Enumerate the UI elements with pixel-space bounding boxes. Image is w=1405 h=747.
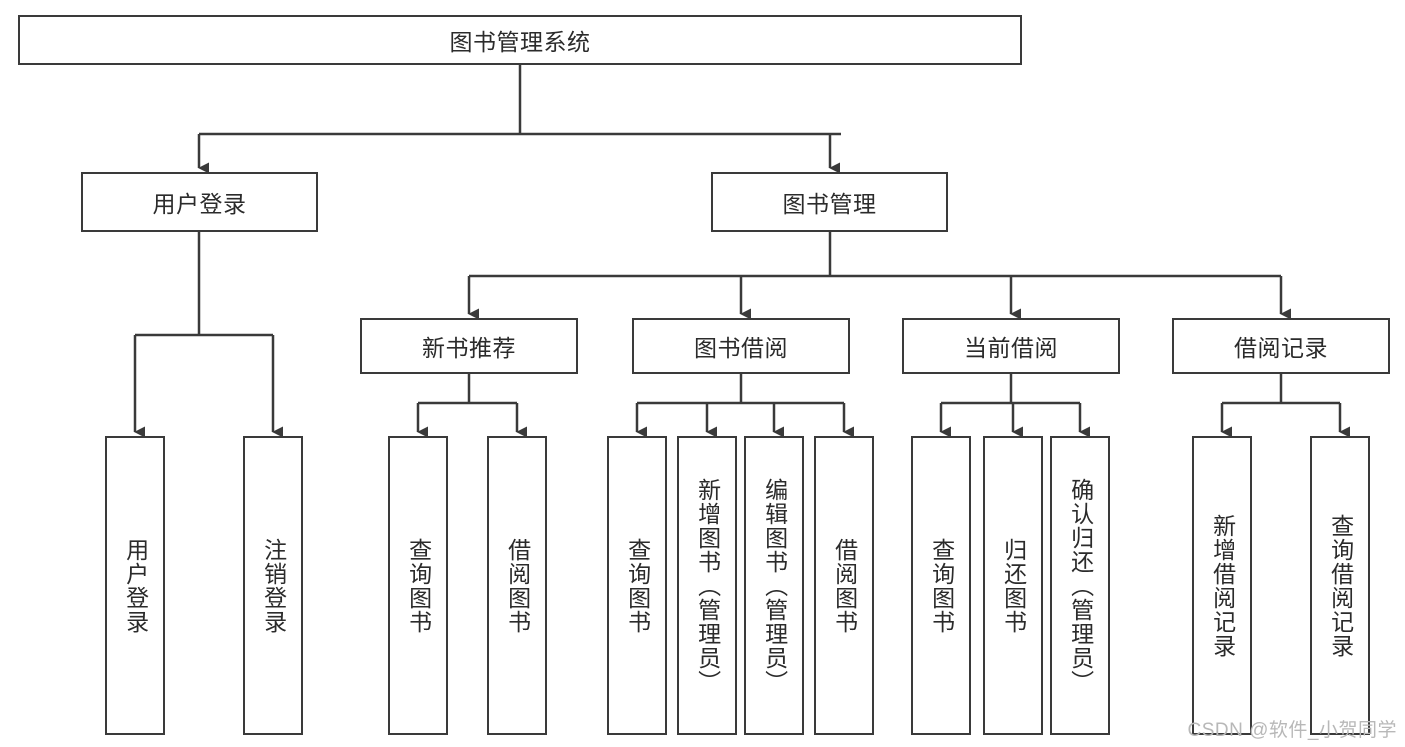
- node-leaf-edit-book[interactable]: 编辑图书（管理员）: [744, 436, 804, 735]
- node-leaf-borrow-book[interactable]: 借阅图书: [814, 436, 874, 735]
- node-borrow-record-label: 借阅记录: [1234, 335, 1328, 361]
- node-leaf-borrow-book-label: 借阅图书: [831, 537, 858, 634]
- node-leaf-edit-book-label: 编辑图书（管理员）: [761, 477, 788, 694]
- node-leaf-query-book-rec-label: 查询图书: [405, 537, 432, 634]
- node-leaf-query-book-borrow-label: 查询图书: [624, 537, 651, 634]
- node-user-login[interactable]: 用户登录: [81, 172, 318, 232]
- node-borrow-record[interactable]: 借阅记录: [1172, 318, 1390, 374]
- node-leaf-borrow-book-rec[interactable]: 借阅图书: [487, 436, 547, 735]
- node-new-book-rec-label: 新书推荐: [422, 335, 516, 361]
- node-leaf-user-login[interactable]: 用户登录: [105, 436, 165, 735]
- node-leaf-confirm-return[interactable]: 确认归还（管理员）: [1050, 436, 1110, 735]
- node-user-login-label: 用户登录: [152, 191, 247, 217]
- node-book-borrow-label: 图书借阅: [694, 335, 788, 361]
- node-new-book-rec[interactable]: 新书推荐: [360, 318, 578, 374]
- node-leaf-query-record-label: 查询借阅记录: [1327, 513, 1354, 658]
- node-leaf-query-book-borrow[interactable]: 查询图书: [607, 436, 667, 735]
- node-root-label: 图书管理系统: [449, 29, 591, 55]
- node-leaf-confirm-return-label: 确认归还（管理员）: [1067, 477, 1094, 694]
- node-leaf-user-login-label: 用户登录: [122, 537, 149, 634]
- node-current-borrow-label: 当前借阅: [964, 335, 1058, 361]
- node-leaf-query-book-rec[interactable]: 查询图书: [388, 436, 448, 735]
- node-leaf-add-record-label: 新增借阅记录: [1209, 513, 1236, 658]
- node-book-manage[interactable]: 图书管理: [711, 172, 948, 232]
- node-leaf-return-book-label: 归还图书: [1000, 537, 1027, 634]
- node-leaf-add-book[interactable]: 新增图书（管理员）: [677, 436, 737, 735]
- node-leaf-return-book[interactable]: 归还图书: [983, 436, 1043, 735]
- node-leaf-borrow-book-rec-label: 借阅图书: [504, 537, 531, 634]
- watermark-text: CSDN @软件_小贺同学: [1187, 720, 1397, 741]
- node-leaf-query-book-cur-label: 查询图书: [928, 537, 955, 634]
- node-leaf-add-record[interactable]: 新增借阅记录: [1192, 436, 1252, 735]
- node-leaf-query-record[interactable]: 查询借阅记录: [1310, 436, 1370, 735]
- node-leaf-logout-label: 注销登录: [260, 537, 287, 634]
- node-leaf-logout[interactable]: 注销登录: [243, 436, 303, 735]
- node-root[interactable]: 图书管理系统: [18, 15, 1022, 65]
- node-book-borrow[interactable]: 图书借阅: [632, 318, 850, 374]
- node-current-borrow[interactable]: 当前借阅: [902, 318, 1120, 374]
- node-leaf-add-book-label: 新增图书（管理员）: [694, 477, 721, 694]
- node-book-manage-label: 图书管理: [782, 191, 877, 217]
- node-leaf-query-book-cur[interactable]: 查询图书: [911, 436, 971, 735]
